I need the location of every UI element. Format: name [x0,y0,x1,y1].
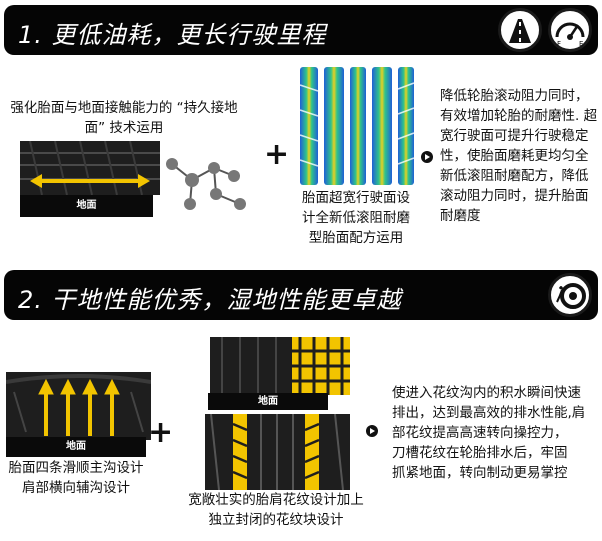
tire-shoulder-illustration [210,337,350,395]
section1-left-caption: 强化胎面与地面接触能力的 “持久接地 面” 技术运用 [10,100,238,136]
section1-banner: 1. 更低油耗，更长行驶里程 F E [4,5,598,55]
tread-block-illustration [205,414,350,490]
section2-description: 使进入花纹沟内的积水瞬间快速 排出，达到最高效的排水性能,肩 部花纹提高高速转向… [392,385,586,481]
svg-text:E: E [579,40,583,48]
section1-center-caption: 胎面超宽行驶面设 计全新低滚阻耐磨 型胎面配方运用 [302,190,410,246]
section2-center-caption: 宽敞壮实的胎肩花纹设计加上 独立封闭的花纹块设计 [188,492,364,528]
arrow-bullet-icon [421,151,433,163]
wet-tire-icon [548,273,592,317]
tire-contact-illustration [20,141,160,196]
svg-text:F: F [557,40,561,48]
plus-sign: + [148,415,174,450]
fuel-gauge-icon: F E [548,8,592,52]
arrow-bullet-icon [366,425,378,437]
road-icon [498,8,542,52]
section1-title: 1. 更低油耗，更长行驶里程 [18,21,327,49]
plus-sign: + [264,137,290,172]
left-ground-label: 地面 [6,437,146,457]
section2-title: 2. 干地性能优秀，湿地性能更卓越 [18,286,402,314]
section2-banner: 2. 干地性能优秀，湿地性能更卓越 [4,270,598,320]
tread-heatmap-illustration [299,67,415,185]
section1-description: 降低轮胎滚动阻力同时， 有效增加轮胎的耐磨性. 超 宽行驶面可提升行驶稳定 性，… [440,88,598,224]
molecule-icon [166,158,246,210]
tire-grooves-illustration [6,372,151,440]
center-ground-label: 地面 [208,393,328,410]
ground-label: 地面 [20,195,153,217]
section2-left-caption: 胎面四条滑顺主沟设计 肩部横向辅沟设计 [8,460,144,496]
